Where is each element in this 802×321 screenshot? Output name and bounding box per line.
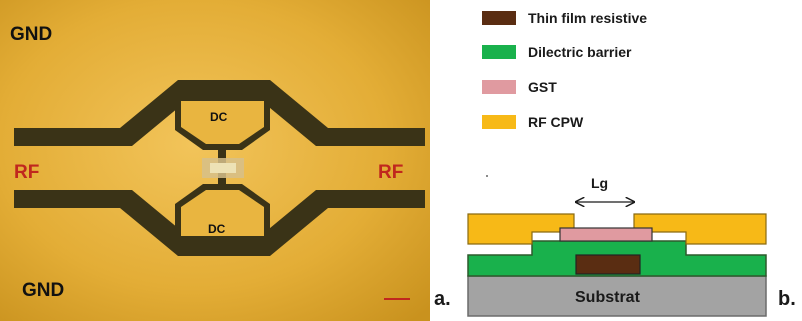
legend-label: RF CPW xyxy=(528,114,584,130)
legend-item-thin-film: Thin film resistive xyxy=(482,9,647,27)
dielectric-swatch xyxy=(482,45,516,59)
panel-b-label: b. xyxy=(778,288,796,310)
dc-bottom-label: DC xyxy=(208,222,226,236)
rf-cpw-left xyxy=(467,213,575,245)
gap-label: Lg xyxy=(591,175,608,191)
rf-left-label: RF xyxy=(14,162,39,183)
rf-right-label: RF xyxy=(378,162,403,183)
dc-top-label: DC xyxy=(210,110,228,124)
micrograph-panel: GND GND RF RF DC DC xyxy=(0,0,430,321)
dc-pad-top xyxy=(181,101,264,144)
legend-item-gst: GST xyxy=(482,78,557,96)
gnd-top-label: GND xyxy=(10,24,52,45)
upper-ground-gap-trace xyxy=(14,80,425,146)
gst-layer xyxy=(559,227,653,242)
rf-cpw-swatch xyxy=(482,115,516,129)
dc-pad-bottom xyxy=(181,190,264,236)
legend-item-rf-cpw: RF CPW xyxy=(482,113,583,131)
legend-label: Dilectric barrier xyxy=(528,44,632,60)
gst-swatch xyxy=(482,80,516,94)
thin-film-swatch xyxy=(482,11,516,25)
dielectric-layer xyxy=(467,240,767,277)
lower-ground-gap-trace xyxy=(14,190,425,256)
scale-bar xyxy=(384,298,410,300)
legend-label: Thin film resistive xyxy=(528,10,648,26)
thin-film-resistor xyxy=(575,254,641,275)
legend-label: GST xyxy=(528,79,557,95)
speck xyxy=(486,175,488,177)
switch-device-core xyxy=(210,163,236,173)
legend-item-dielectric: Dilectric barrier xyxy=(482,43,632,61)
panel-a-label: a. xyxy=(434,288,451,310)
substrate-layer xyxy=(467,275,767,317)
gnd-bottom-label: GND xyxy=(22,280,64,301)
rf-cpw-right xyxy=(633,213,767,245)
substrate-label: Substrat xyxy=(575,289,641,306)
